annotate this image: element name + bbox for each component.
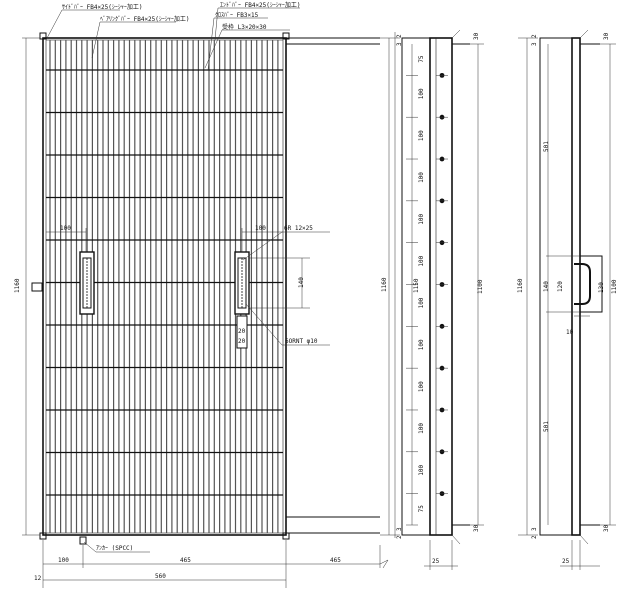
side-dim-overall: 1160	[381, 277, 388, 292]
side-pitch-label: 75	[418, 55, 425, 63]
callout-hole: 6ORNT φ10	[285, 338, 318, 345]
dim-handle-gap-b: 20	[238, 338, 246, 345]
callout-side-bar: ｻｲﾄﾞﾊﾞｰ FB4×25(ｼｰｼｬｰ加工)	[62, 3, 143, 11]
end-dim-bottom-right: 30	[603, 524, 610, 532]
side-pitch-label: 100	[418, 339, 425, 350]
side-pitch-label: 100	[418, 255, 425, 266]
dim-handle-length: 140	[298, 277, 305, 288]
end-dim-130: 130	[598, 282, 605, 293]
dim-bottom-b: 465	[180, 557, 191, 564]
side-pitch-label: 75	[418, 505, 425, 513]
end-dim-lower: 501	[543, 421, 550, 432]
end-dim-top-b: 3	[531, 42, 538, 46]
end-view: 1160 501 140 120 501 1100 130 10 2 3 30 …	[517, 29, 618, 570]
side-dim-bottom-right: 30	[473, 524, 480, 532]
dim-bottom-a: 100	[58, 557, 69, 564]
callout-frame: 受枠 L3×20×30	[222, 23, 267, 31]
side-pitch-label: 100	[418, 214, 425, 225]
dim-bottom-e: 12	[34, 575, 42, 582]
end-dim-bottom-a: 3	[531, 527, 538, 531]
side-dim-right: 1100	[477, 279, 484, 294]
handle-right	[234, 251, 250, 349]
end-handle	[546, 255, 603, 317]
end-dim-upper: 501	[543, 141, 550, 152]
dim-handle-left: 100	[60, 225, 71, 232]
end-dim-top-a: 2	[531, 34, 538, 38]
front-view: 100 100 140 20 20 1160 100 465 465 560 1…	[14, 1, 389, 588]
side-pitch-label: 100	[418, 423, 425, 434]
end-dim-120: 120	[557, 281, 564, 292]
callout-cross-bar: ｸﾛｽﾊﾞｰ FB3×15	[215, 12, 259, 19]
dim-front-height: 1160	[14, 278, 21, 293]
end-dim-140: 140	[543, 281, 550, 292]
end-dim-bottom-b: 2	[531, 535, 538, 539]
side-dim-bottom-b: 2	[396, 535, 403, 539]
handle-left	[79, 251, 95, 315]
end-dim-top-right: 30	[603, 32, 610, 40]
side-dim-top-a: 2	[396, 34, 403, 38]
end-dim-10: 10	[566, 329, 574, 336]
anchor-tr	[282, 32, 290, 40]
side-pitch-label: 100	[418, 130, 425, 141]
side-dim-width-b: 25	[432, 558, 440, 565]
anchor-bl	[39, 532, 47, 540]
side-pitch-ticks: 75 100 100 100 100 100 100 100 100 100 100 75	[406, 55, 425, 526]
callout-end-bar: ｴﾝﾄﾞﾊﾞｰ FB4×25(ｼｰｼｬｰ加工)	[220, 1, 301, 9]
dim-bottom-c: 465	[330, 557, 341, 564]
side-dim-top-b: 3	[396, 42, 403, 46]
side-dim-bottom-a: 3	[396, 527, 403, 531]
dim-handle-right: 100	[255, 225, 266, 232]
side-pitch-label: 100	[418, 172, 425, 183]
callout-bearing-bar: ﾍﾞｱﾘﾝｸﾞﾊﾞｰ FB4×25(ｼｰｼｬｰ加工)	[100, 15, 190, 23]
side-holes	[436, 72, 448, 497]
side-pitch-label: 100	[418, 88, 425, 99]
grating-inner-frame	[45, 39, 284, 534]
anchor-br	[282, 532, 290, 540]
end-dim-width-b: 25	[562, 558, 570, 565]
side-dim-inner: 1150	[413, 278, 420, 293]
side-dim-top-right: 30	[473, 32, 480, 40]
callout-anchor: ｱﾝｶｰ (SPCC)	[96, 545, 133, 552]
dim-handle-gap-a: 20	[238, 328, 246, 335]
dim-bottom-d: 560	[155, 573, 166, 580]
grating-frame	[42, 37, 287, 536]
callout-handle-bar: 6R 12×25	[284, 225, 313, 232]
side-pitch-label: 100	[418, 297, 425, 308]
side-pitch-label: 100	[418, 381, 425, 392]
anchor-tl	[39, 32, 47, 40]
side-anchor	[31, 282, 43, 292]
end-dim-overall: 1160	[517, 278, 524, 293]
side-pitch-label: 100	[418, 464, 425, 475]
end-dim-right: 1100	[611, 279, 618, 294]
anchor-bottom	[79, 536, 87, 545]
